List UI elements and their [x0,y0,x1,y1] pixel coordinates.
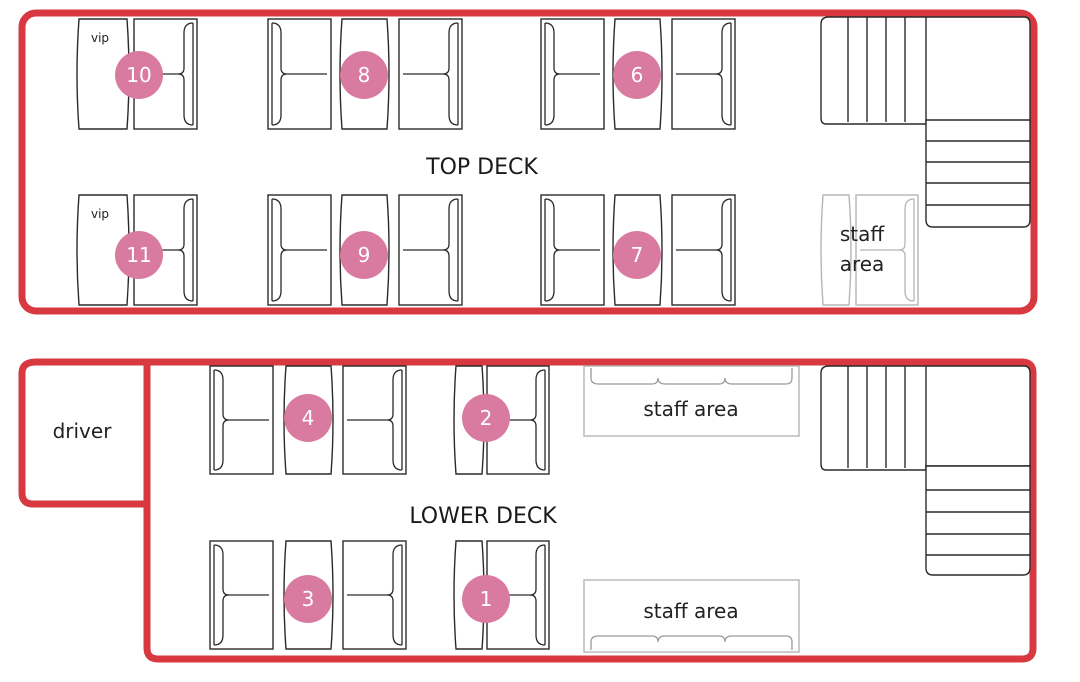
armchair-icon [540,194,605,306]
lower-deck-staircase-icon [820,365,1031,576]
table-number-badge-4[interactable]: 4 [284,394,332,442]
armchair-icon [398,194,463,306]
armchair-icon [486,365,550,475]
top-deck-staircase-icon [820,16,1031,228]
table-number-badge-6[interactable]: 6 [613,51,661,99]
vip-label-bottom: vip [91,207,109,221]
top-deck-title: TOP DECK [425,155,538,180]
staff-table-top [820,194,852,306]
table-number: 7 [631,243,644,267]
lower-deck-title: LOWER DECK [409,504,557,529]
driver-label: driver [53,419,113,443]
vip-table-11 [76,194,130,306]
table-number-badge-10[interactable]: 10 [115,51,163,99]
table-number: 3 [302,587,315,611]
staff-area-sofa-bottom [583,579,800,653]
armchair-icon [267,18,332,130]
armchair-icon [671,18,736,130]
staff-area-label-top-deck-line1: staff [840,222,886,246]
table-number-badge-7[interactable]: 7 [613,231,661,279]
staff-area-sofa-top [583,365,800,437]
table-number: 9 [358,243,371,267]
table-number: 11 [126,243,151,267]
table-number-badge-1[interactable]: 1 [462,575,510,623]
armchair-icon [540,18,605,130]
armchair-icon [342,365,407,475]
vip-label-top: vip [91,31,109,45]
armchair-icon [342,540,407,650]
staff-area-label-bottom: staff area [643,599,738,623]
table-number-badge-9[interactable]: 9 [340,231,388,279]
armchair-icon [209,540,274,650]
table-number: 2 [480,406,493,430]
table-number-badge-11[interactable]: 11 [115,231,163,279]
table-number-badge-2[interactable]: 2 [462,394,510,442]
table-number: 8 [358,63,371,87]
staff-area-label-top: staff area [643,397,738,421]
table-number-badge-3[interactable]: 3 [284,575,332,623]
staff-area-label-top-deck-line2: area [840,252,885,276]
table-number: 6 [631,63,644,87]
armchair-icon [398,18,463,130]
armchair-icon [267,194,332,306]
armchair-icon [855,194,919,306]
table-number: 1 [480,587,493,611]
armchair-icon [671,194,736,306]
table-number: 10 [126,63,151,87]
vip-table-10 [76,18,130,130]
table-number-badge-8[interactable]: 8 [340,51,388,99]
armchair-icon [209,365,274,475]
table-number: 4 [302,406,315,430]
